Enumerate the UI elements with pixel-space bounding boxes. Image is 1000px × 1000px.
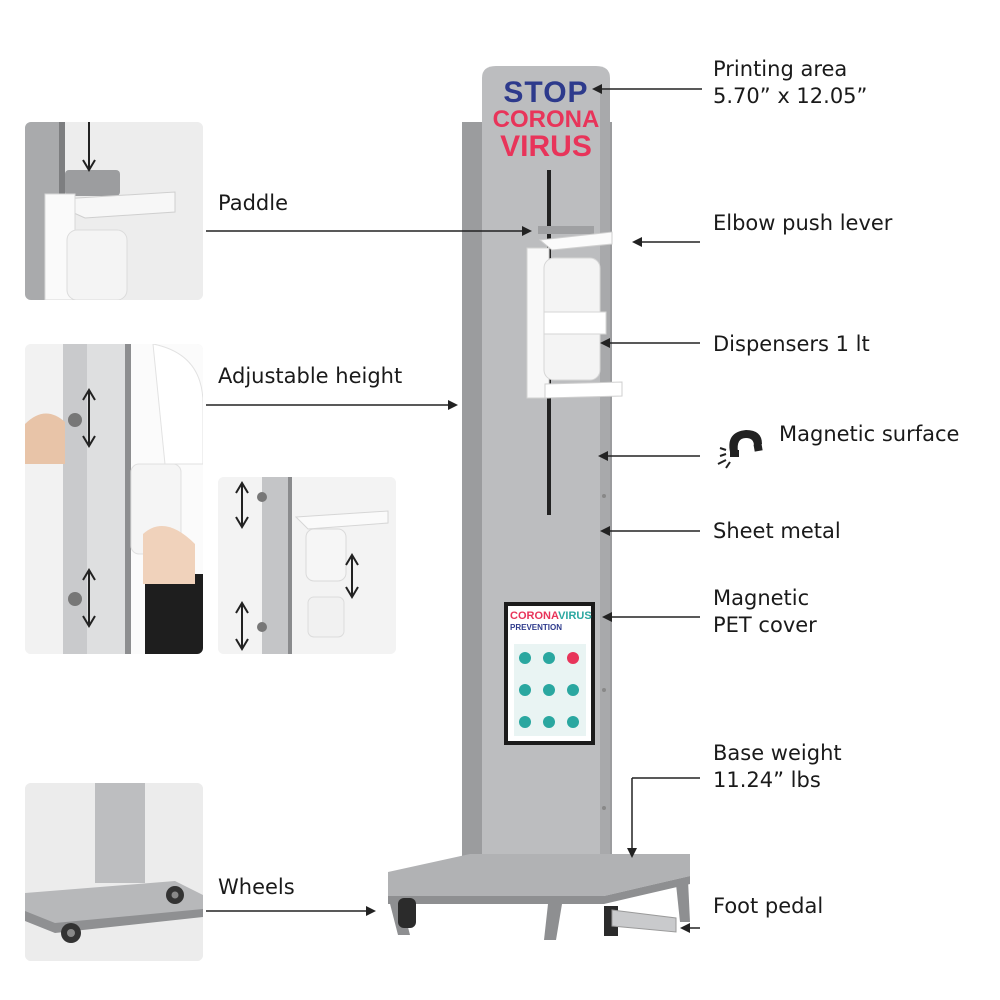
printing-area-label: Printing area 5.70” x 12.05”	[713, 57, 868, 108]
paddle-detail-photo	[25, 122, 203, 300]
sheet-metal-label: Sheet metal	[713, 519, 841, 543]
poster-title-a: CORONA	[510, 610, 559, 622]
wheels-detail-photo	[25, 783, 203, 961]
magnet-icon	[716, 422, 770, 470]
sign-stop-text: STOP	[503, 76, 589, 109]
height-adjust-detail-photo	[218, 477, 396, 654]
elbow-push-lever-label: Elbow push lever	[713, 211, 893, 235]
base-weight-label: Base weight 11.24” lbs	[713, 741, 842, 792]
dispensers-label: Dispensers 1 lt	[713, 332, 870, 356]
magnetic-surface-label: Magnetic surface	[779, 422, 960, 446]
poster-subtitle: PREVENTION	[510, 623, 563, 632]
sign-virus-text: VIRUS	[500, 130, 592, 163]
prevention-poster: CORONAVIRUS PREVENTION	[510, 610, 592, 634]
magnetic-pet-cover-label: Magnetic PET cover	[713, 586, 817, 637]
wheels-label: Wheels	[218, 875, 295, 899]
adjustable-height-label: Adjustable height	[218, 364, 403, 388]
adjustable-height-detail-photo	[25, 344, 203, 654]
poster-title-b: VIRUS	[558, 610, 592, 622]
stop-corona-virus-sign: STOP CORONA VIRUS	[484, 78, 608, 162]
foot-pedal-label: Foot pedal	[713, 894, 824, 918]
paddle-label: Paddle	[218, 191, 289, 215]
sign-corona-text: CORONA	[492, 106, 600, 133]
